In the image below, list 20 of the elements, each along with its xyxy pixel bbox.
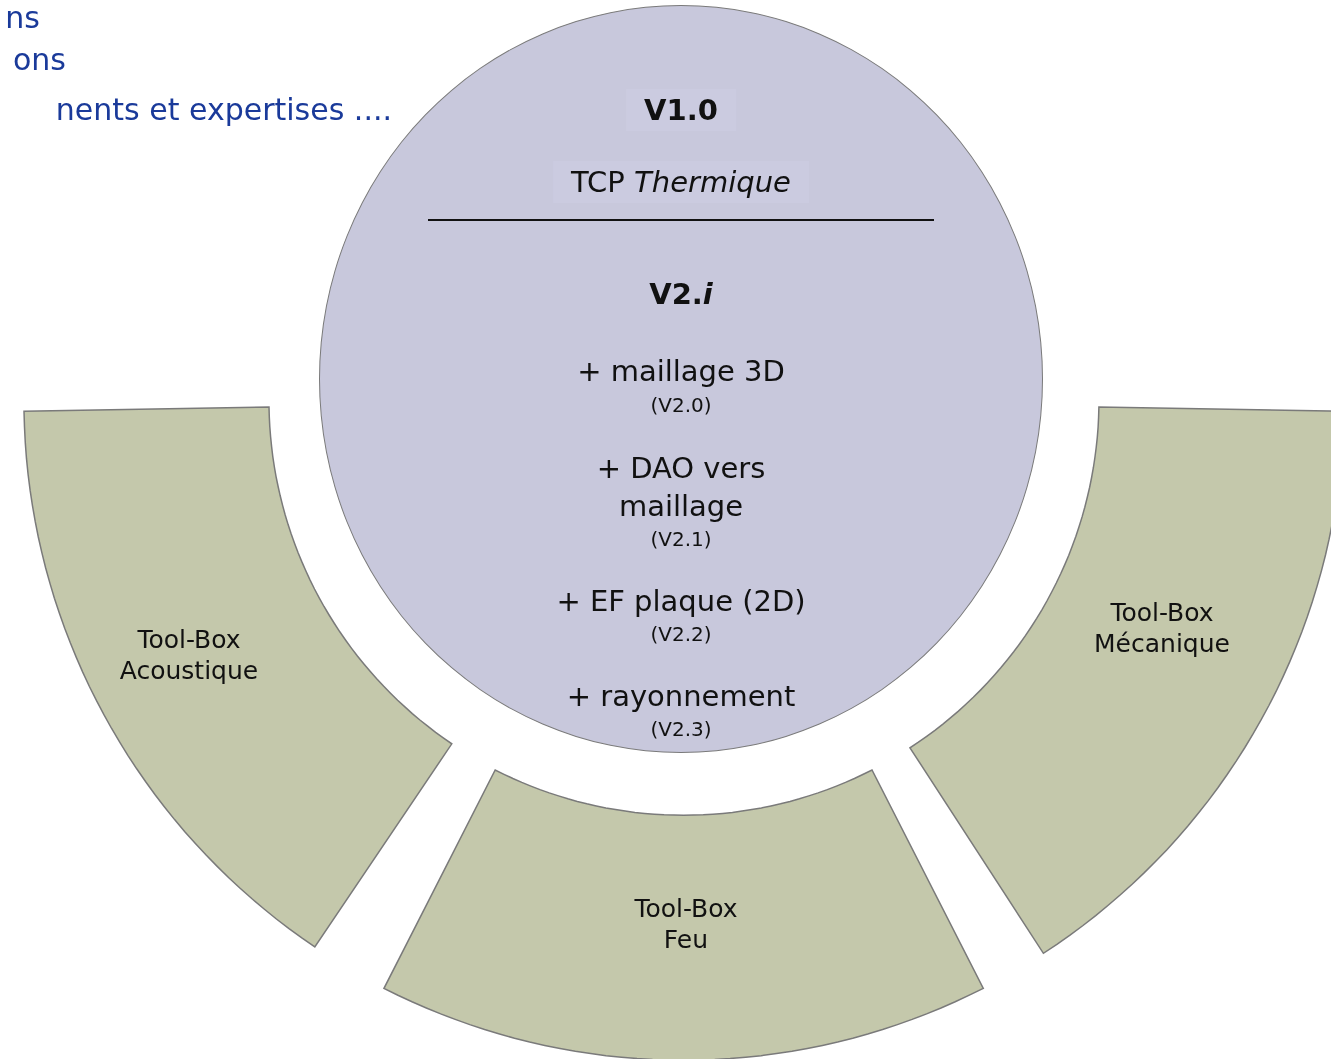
version-heading: V1.0 [626, 89, 736, 131]
version-note: (V2.3) [649, 717, 713, 741]
toolbox-segment [23, 406, 453, 949]
feature-text: + DAO vers maillage [595, 450, 767, 525]
note-text: ons [13, 42, 66, 77]
version-note: (V2.1) [649, 527, 713, 551]
segment-label: Tool-Box Acoustique [118, 624, 260, 686]
version-note: (V2.2) [649, 622, 713, 646]
feature-text: + maillage 3D [576, 354, 786, 388]
version-note: (V2.0) [649, 393, 713, 417]
segment-label: Tool-Box Mécanique [1093, 597, 1231, 659]
version-heading: V2.i [648, 277, 714, 311]
module-title: TCP Thermique [553, 161, 809, 203]
toolbox-segment [383, 768, 985, 1059]
note-text: ns [5, 0, 40, 35]
note-text: nents et expertises .... [55, 92, 392, 127]
feature-text: + EF plaque (2D) [555, 584, 807, 618]
feature-text: + rayonnement [565, 679, 797, 713]
toolbox-segment [909, 406, 1331, 955]
segment-label: Tool-Box Feu [633, 893, 739, 955]
